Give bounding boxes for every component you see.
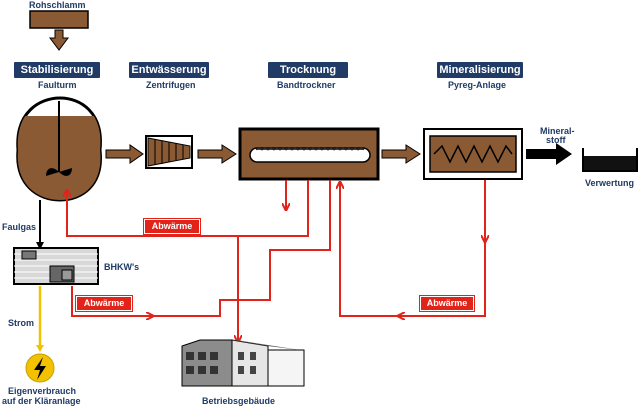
stage-stabilisierung-sub: Faulturm <box>38 80 77 90</box>
faulgas-label: Faulgas <box>2 222 37 232</box>
verwertung-label: Verwertung <box>585 178 635 188</box>
rohschlamm-tank <box>29 10 89 29</box>
stage-trocknung: Trocknung <box>268 62 348 78</box>
heat-tag: Abwärme <box>144 219 200 234</box>
eigenverbrauch-label-2: auf der Kläranlage <box>2 396 81 406</box>
mineral-arrow <box>526 143 572 165</box>
mixer-icon <box>46 168 72 176</box>
digester-tank <box>16 96 102 202</box>
bhkw-unit <box>13 247 99 285</box>
lightning-icon <box>25 353 55 383</box>
stage-mineralisierung-sub: Pyreg-Anlage <box>448 80 507 90</box>
stage-entwaesserung-sub: Zentrifugen <box>146 80 196 90</box>
pyreg-unit <box>423 128 523 180</box>
flow-arrow-1 <box>105 144 144 164</box>
centrifuge <box>145 135 193 169</box>
flow-arrow-3 <box>381 144 421 164</box>
rohschlamm-label: Rohschlamm <box>29 0 86 10</box>
stage-stabilisierung: Stabilisierung <box>14 62 100 78</box>
flow-arrow-2 <box>197 144 237 164</box>
heat-network <box>67 180 485 342</box>
stage-mineralisierung: Mineralisierung <box>437 62 523 78</box>
mineralstoff-label-1: Mineral- <box>540 126 575 136</box>
heat-tag: Abwärme <box>420 296 474 311</box>
verwertung-container <box>582 148 638 172</box>
stage-trocknung-sub: Bandtrockner <box>277 80 336 90</box>
mineralstoff-label-2: stoff <box>546 135 566 145</box>
belt-dryer <box>238 127 380 181</box>
strom-label: Strom <box>8 318 35 328</box>
building-icon <box>181 339 305 387</box>
bhkw-label: BHKW's <box>104 262 140 272</box>
stage-entwaesserung: Entwässerung <box>129 62 209 78</box>
heat-tag: Abwärme <box>76 296 132 311</box>
eigenverbrauch-label-1: Eigenverbrauch <box>8 386 77 396</box>
betriebsgebaeude-label: Betriebsgebäude <box>202 396 276 406</box>
inflow-arrow <box>49 29 69 51</box>
